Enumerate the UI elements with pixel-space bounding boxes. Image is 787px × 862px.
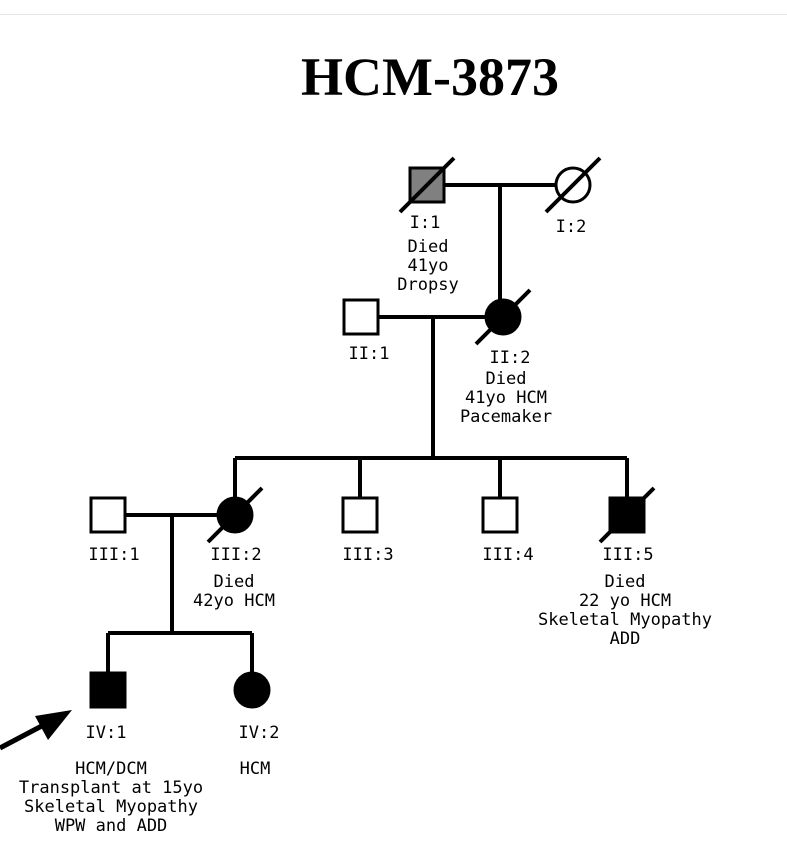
clinical-note: Died	[214, 572, 255, 592]
clinical-note: ADD	[610, 629, 641, 649]
clinical-note: Died	[486, 369, 527, 389]
individual-id-label: III:1	[88, 545, 139, 565]
male-symbol	[341, 496, 379, 534]
individual-ii-1: II:1	[342, 298, 390, 364]
deceased-slash	[474, 288, 532, 346]
clinical-note: Died	[408, 237, 449, 257]
female-symbol	[233, 671, 271, 709]
individual-iii-3: III:3	[341, 496, 394, 565]
individual-id-label: III:4	[482, 545, 533, 565]
individual-id-label: III:5	[602, 545, 653, 565]
clinical-note: HCM	[240, 759, 271, 779]
clinical-note: Skeletal Myopathy	[24, 797, 198, 817]
clinical-note: HCM/DCM	[75, 759, 147, 779]
clinical-note: Dropsy	[397, 275, 458, 295]
individual-id-label: IV:2	[239, 723, 280, 743]
individual-id-label: III:2	[210, 545, 261, 565]
male-symbol	[89, 671, 127, 709]
clinical-note: 41yo HCM	[465, 388, 547, 408]
clinical-note: Skeletal Myopathy	[538, 610, 712, 630]
clinical-note: 22 yo HCM	[579, 591, 671, 611]
deceased-slash	[206, 486, 264, 544]
clinical-note: WPW and ADD	[55, 816, 168, 836]
clinical-note: Pacemaker	[460, 407, 552, 427]
clinical-note: Died	[605, 572, 646, 592]
individual-id-label: II:2	[490, 348, 531, 368]
deceased-slash	[398, 156, 456, 214]
individual-id-label: I:1	[410, 213, 441, 233]
pedigree-title: HCM-3873	[301, 47, 559, 107]
individual-id-label: III:3	[342, 545, 393, 565]
clinical-note: 41yo	[408, 256, 449, 276]
individual-id-label: I:2	[556, 217, 587, 237]
clinical-note: 42yo HCM	[193, 591, 275, 611]
male-symbol	[89, 496, 127, 534]
proband-arrow	[0, 710, 72, 751]
relationship-lines	[106, 183, 629, 673]
clinical-note: Transplant at 15yo	[19, 778, 203, 798]
individual-iii-4: III:4	[481, 496, 534, 565]
individual-id-label: II:1	[349, 344, 390, 364]
male-symbol	[481, 496, 519, 534]
individual-id-label: IV:1	[86, 723, 127, 743]
individual-i-2: I:2	[544, 156, 602, 237]
male-symbol	[342, 298, 380, 336]
deceased-slash	[598, 486, 656, 544]
individual-iii-1: III:1	[88, 496, 140, 565]
deceased-slash	[544, 156, 602, 214]
top-divider	[0, 14, 787, 15]
